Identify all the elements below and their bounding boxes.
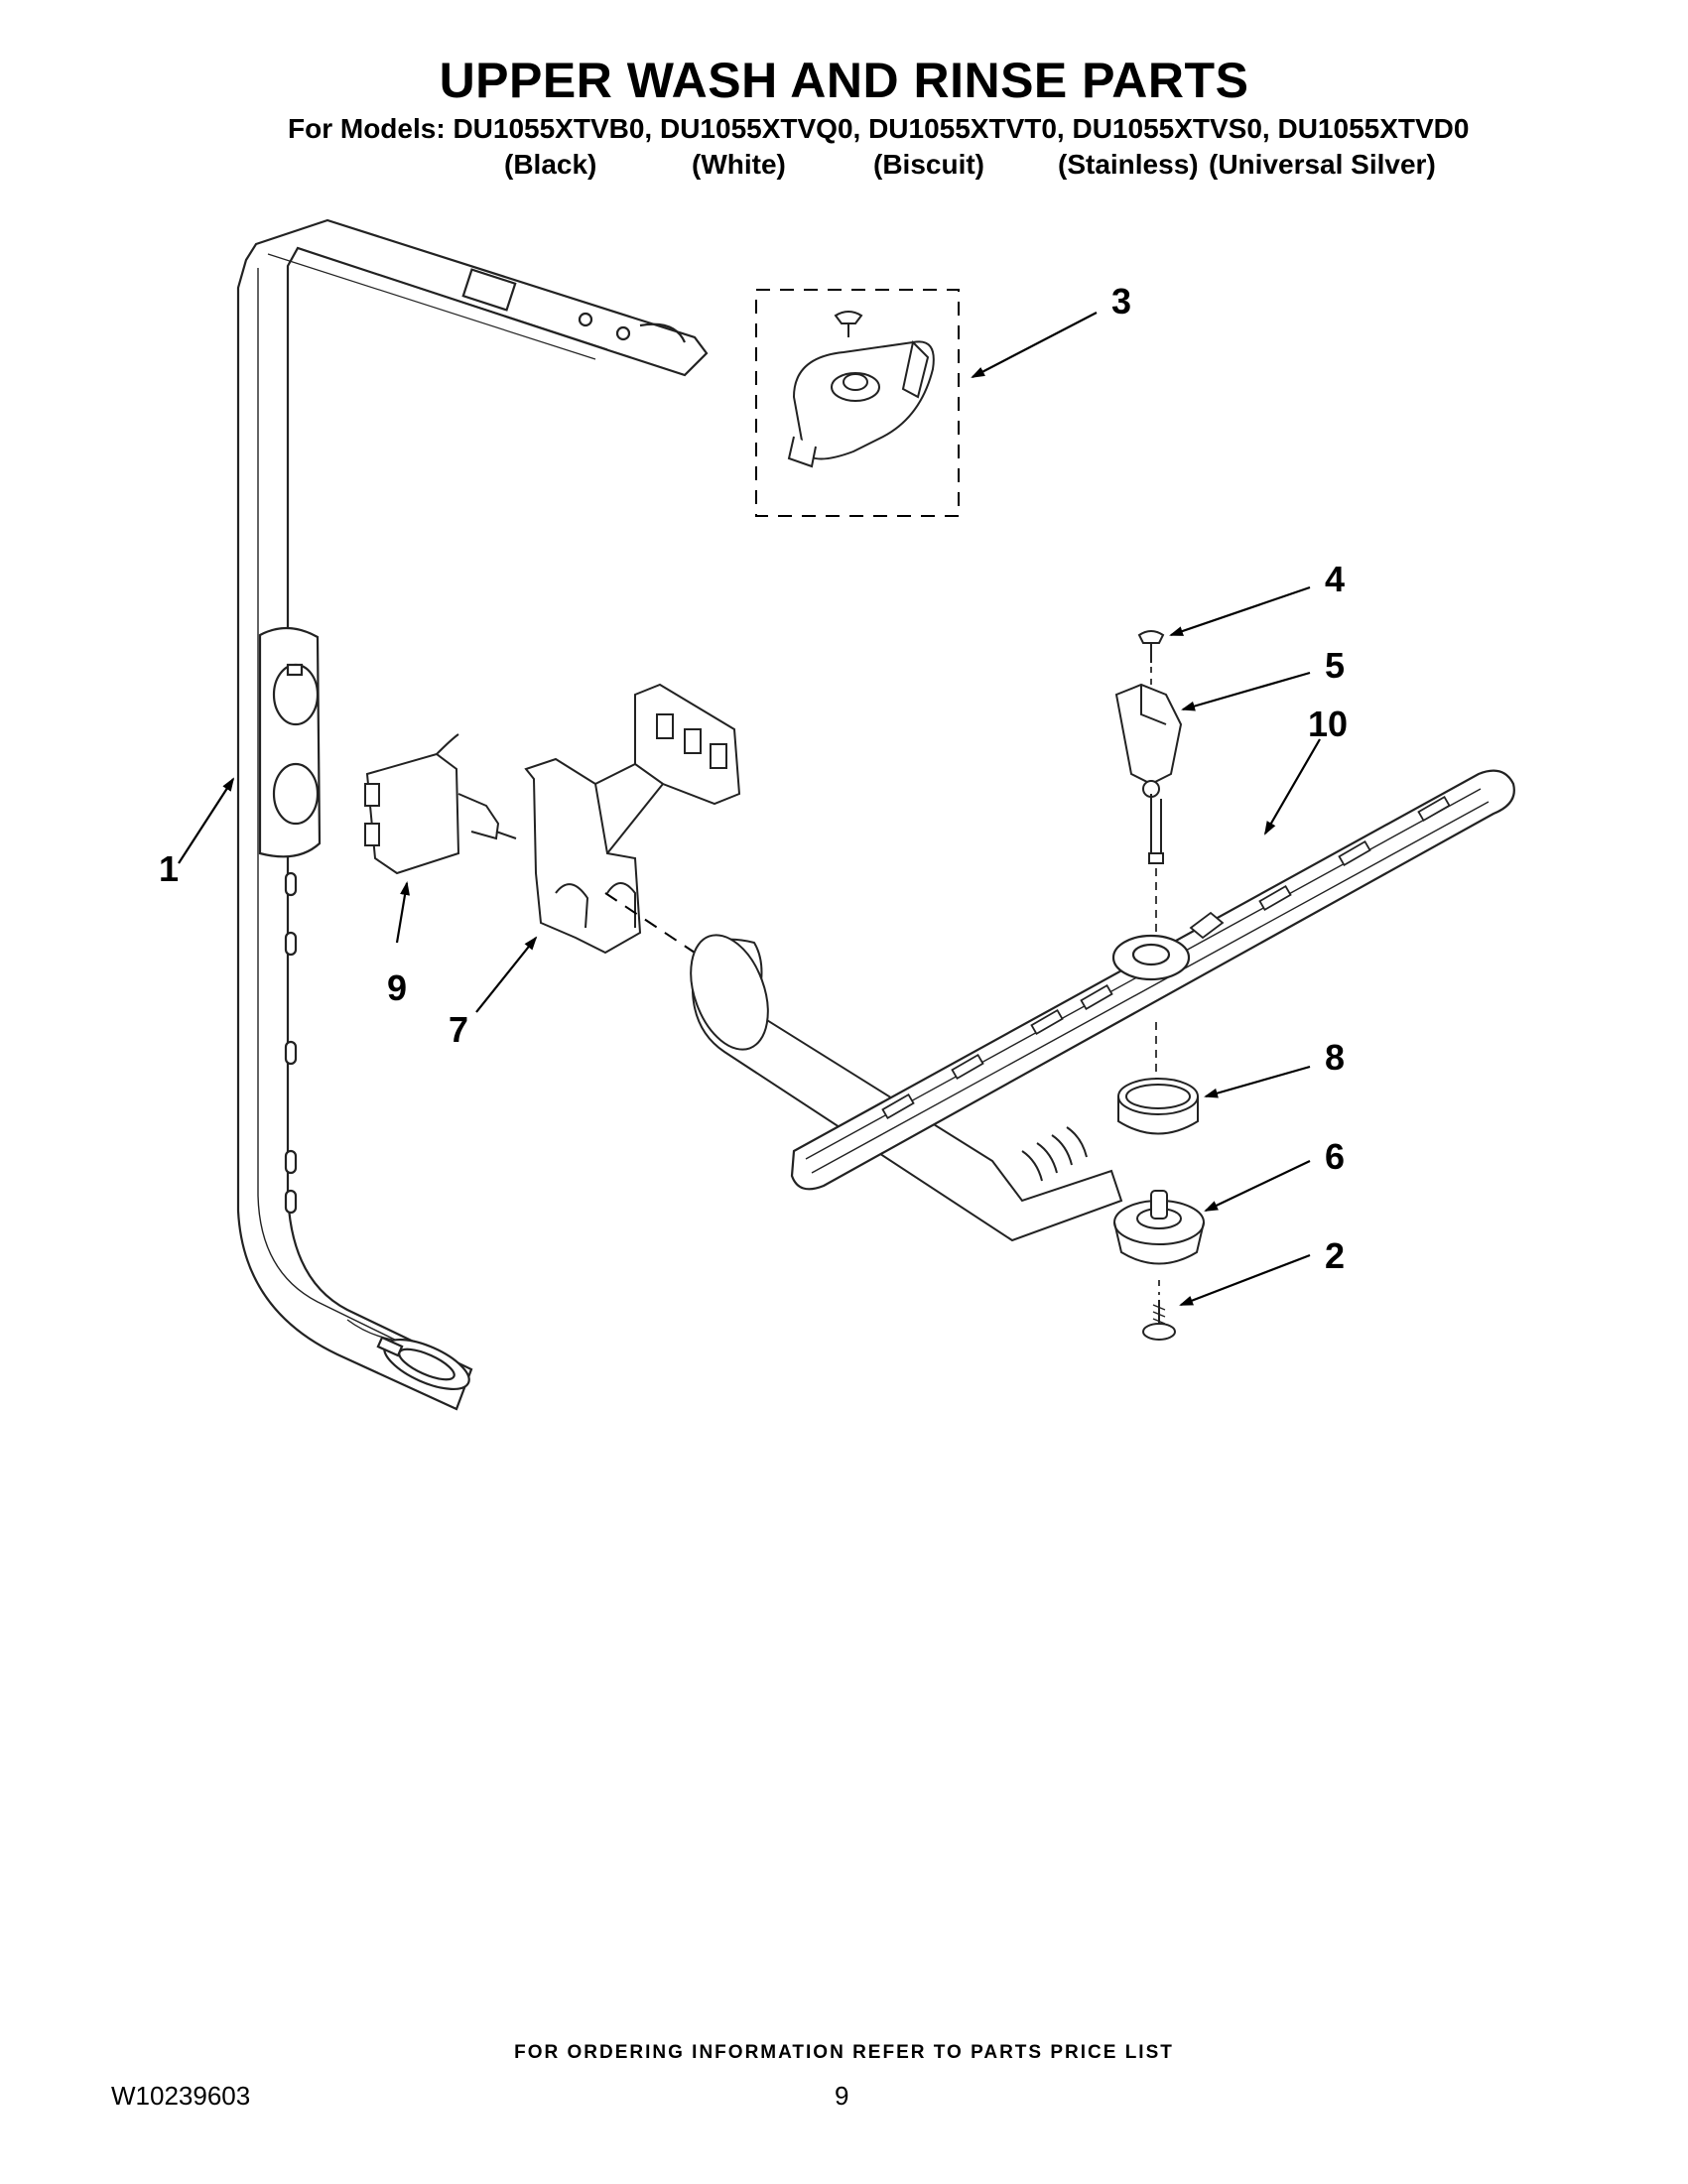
connector-part bbox=[364, 733, 517, 875]
document-id: W10239603 bbox=[111, 2081, 251, 2111]
leader-8 bbox=[1204, 1065, 1311, 1098]
color-white: (White) bbox=[692, 149, 786, 180]
models-line: For Models: DU1055XTVB0, DU1055XTVQ0, DU… bbox=[288, 113, 1470, 144]
ring-part-8 bbox=[1117, 1078, 1199, 1135]
callout-6: 6 bbox=[1325, 1136, 1345, 1177]
leader-5 bbox=[1181, 671, 1311, 711]
page-title: UPPER WASH AND RINSE PARTS bbox=[439, 53, 1249, 108]
bracket-clip-part bbox=[524, 683, 741, 955]
hub-part-6 bbox=[1113, 1190, 1205, 1265]
inlet-assembly-part bbox=[755, 289, 960, 517]
callout-8: 8 bbox=[1325, 1037, 1345, 1078]
leader-4 bbox=[1169, 585, 1311, 637]
color-universal-silver: (Universal Silver) bbox=[1209, 149, 1436, 180]
color-biscuit: (Biscuit) bbox=[873, 149, 984, 180]
holder-part-5 bbox=[1114, 683, 1183, 864]
callout-leaders bbox=[178, 312, 1321, 1307]
page-number: 9 bbox=[835, 2081, 849, 2111]
leader-9 bbox=[395, 881, 410, 944]
supply-conduit-part bbox=[236, 218, 709, 1411]
callout-10: 10 bbox=[1308, 704, 1348, 744]
color-stainless: (Stainless) bbox=[1058, 149, 1199, 180]
callout-numbers: 1 2 3 4 5 6 7 8 9 10 bbox=[159, 281, 1348, 1276]
leader-1 bbox=[178, 777, 235, 864]
color-black: (Black) bbox=[504, 149, 597, 180]
callout-2: 2 bbox=[1325, 1235, 1345, 1276]
callout-7: 7 bbox=[449, 1009, 468, 1050]
leader-10 bbox=[1263, 738, 1321, 835]
screw-part-4 bbox=[1137, 630, 1165, 663]
leader-3 bbox=[971, 312, 1098, 378]
callout-1: 1 bbox=[159, 848, 179, 889]
spray-arm-part bbox=[790, 769, 1515, 1191]
assembly-line bbox=[604, 892, 696, 954]
ordering-note: FOR ORDERING INFORMATION REFER TO PARTS … bbox=[514, 2042, 1174, 2063]
callout-3: 3 bbox=[1111, 281, 1131, 321]
spray-arm-supply-tube bbox=[690, 934, 1123, 1242]
leader-6 bbox=[1204, 1160, 1311, 1212]
callout-9: 9 bbox=[387, 967, 407, 1008]
callout-5: 5 bbox=[1325, 645, 1345, 686]
leader-2 bbox=[1179, 1253, 1311, 1307]
screw-part-2 bbox=[1142, 1300, 1176, 1341]
leader-7 bbox=[475, 936, 538, 1013]
callout-4: 4 bbox=[1325, 559, 1345, 599]
